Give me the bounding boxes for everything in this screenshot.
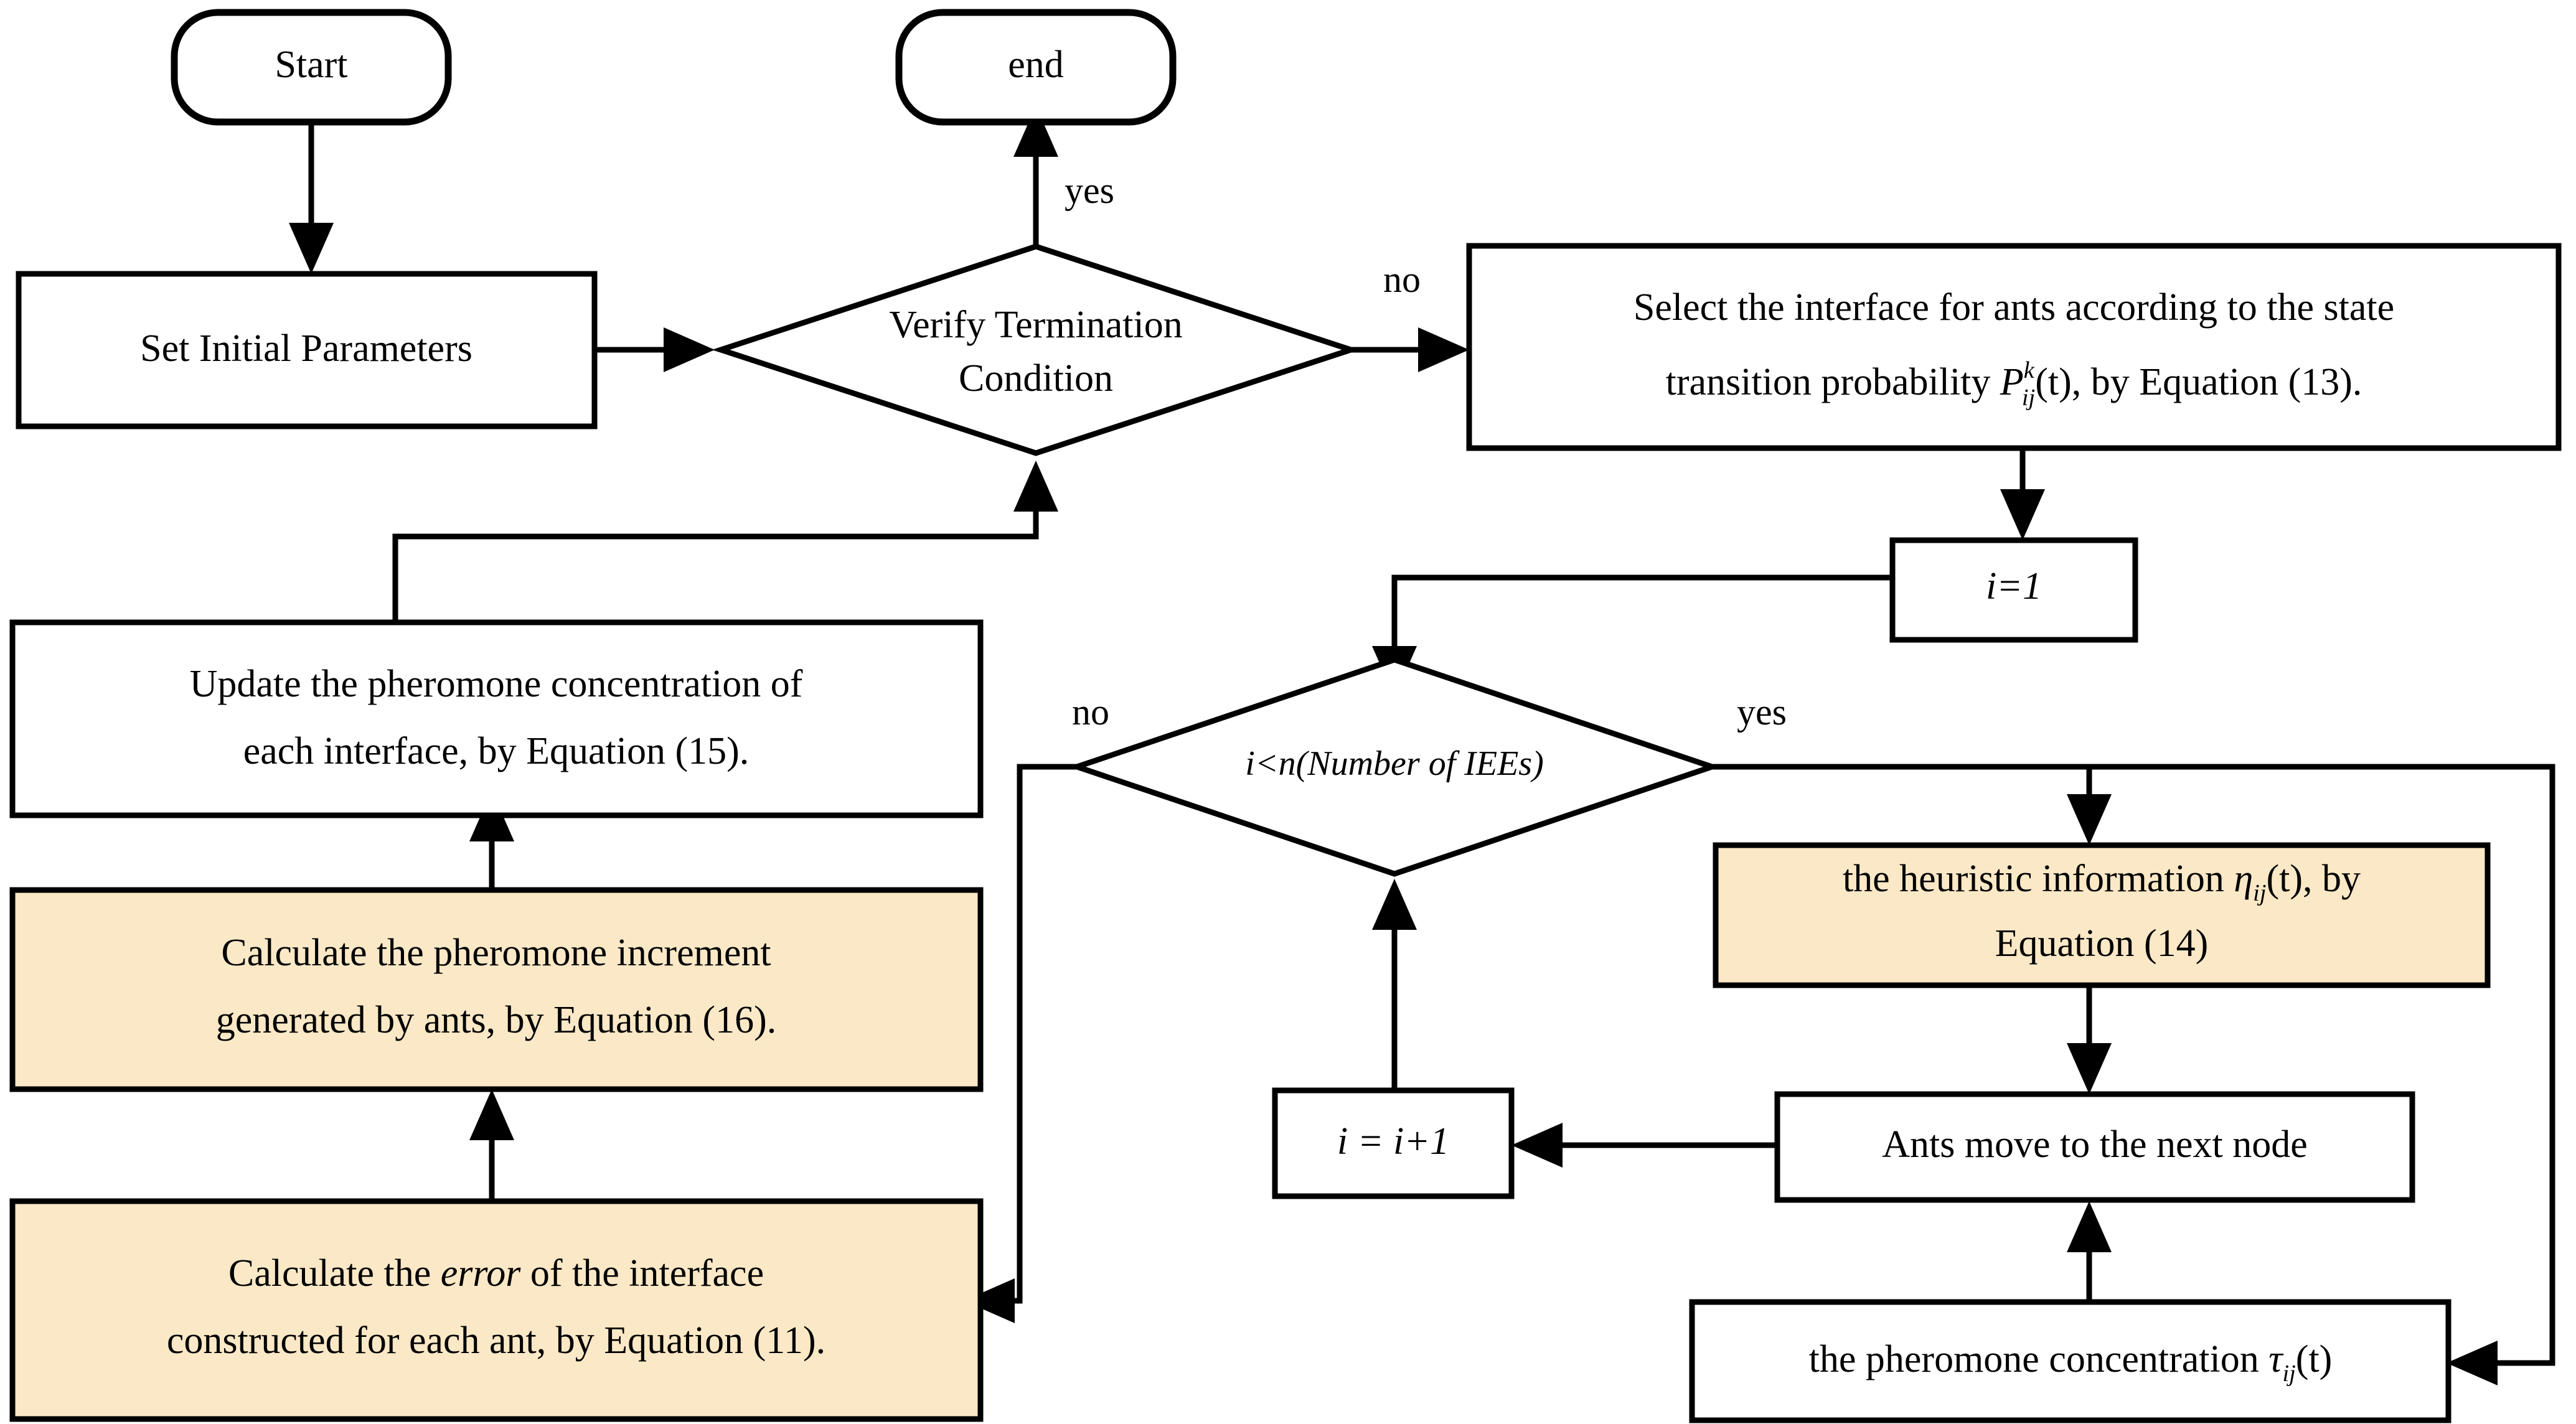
- node-i-equals-1-label: i=1: [1986, 565, 2042, 607]
- edge-i-increment-to-loop-condition: [1372, 879, 1417, 1090]
- edge-verify-termination-to-select-interface-no: no: [1351, 259, 1469, 372]
- node-verify-termination[interactable]: Verify Termination Condition: [712, 243, 1360, 456]
- node-set-initial-parameters-label: Set Initial Parameters: [140, 327, 472, 370]
- node-calculate-increment[interactable]: Calculate the pheromone increment genera…: [9, 887, 984, 1092]
- node-i-increment[interactable]: i = i+1: [1272, 1087, 1515, 1199]
- edge-label-loop-yes: yes: [1737, 691, 1787, 733]
- node-verify-termination-line1: Verify Termination: [889, 304, 1182, 346]
- node-loop-condition[interactable]: i<n(Number of IEEs): [1068, 657, 1721, 877]
- pheromone-text-a: the pheromone concentration: [1809, 1338, 2269, 1380]
- node-pheromone-concentration[interactable]: the pheromone concentration τij(t): [1689, 1299, 2451, 1423]
- edge-calculate-error-to-calculate-increment: [469, 1089, 514, 1201]
- node-heuristic-information[interactable]: the heuristic information ηij(t), by Equ…: [1713, 842, 2491, 988]
- node-loop-condition-label: i<n(Number of IEEs): [1245, 744, 1544, 783]
- calculate-error-text-b: of the interface: [520, 1252, 764, 1295]
- edge-select-interface-to-i-equals-1: [2000, 448, 2045, 540]
- node-ants-move-label: Ants move to the next node: [1882, 1123, 2308, 1166]
- edge-ants-move-to-i-increment: [1511, 1123, 1777, 1168]
- calculate-error-italic-error: error: [441, 1252, 521, 1295]
- pheromone-var-tau: τ: [2268, 1338, 2284, 1380]
- node-calculate-increment-line2: generated by ants, by Equation (16).: [216, 999, 776, 1041]
- node-update-pheromone-line1: Update the pheromone concentration of: [190, 663, 803, 705]
- edge-verify-termination-to-end-yes: yes: [1013, 106, 1114, 246]
- node-update-pheromone[interactable]: Update the pheromone concentration of ea…: [9, 619, 984, 818]
- node-verify-termination-line2: Condition: [959, 357, 1113, 400]
- edge-label-loop-no: no: [1072, 691, 1109, 733]
- node-calculate-error-line2: constructed for each ant, by Equation (1…: [167, 1319, 825, 1362]
- edge-pheromone-concentration-to-ants-move: [2067, 1201, 2112, 1301]
- edge-update-pheromone-to-verify-termination: [392, 461, 1058, 622]
- node-pheromone-concentration-label: the pheromone concentration τij(t): [1809, 1338, 2333, 1387]
- heuristic-sub-ij: ij: [2253, 880, 2266, 906]
- node-end-label: end: [1008, 44, 1064, 86]
- node-select-interface-line1: Select the interface for ants according …: [1634, 286, 2394, 329]
- select-interface-sub-ij: ij: [2022, 385, 2035, 411]
- pheromone-text-b: (t): [2296, 1338, 2333, 1380]
- node-start[interactable]: Start: [171, 9, 452, 126]
- select-interface-text-b: (t), by Equation (13).: [2035, 361, 2362, 403]
- node-set-initial-parameters[interactable]: Set Initial Parameters: [16, 271, 598, 429]
- edge-label-termination-no: no: [1383, 259, 1421, 300]
- node-calculate-error-line1: Calculate the error of the interface: [228, 1252, 764, 1295]
- pheromone-sub-ij: ij: [2282, 1361, 2295, 1387]
- node-select-interface[interactable]: Select the interface for ants according …: [1466, 243, 2562, 451]
- node-ants-move[interactable]: Ants move to the next node: [1774, 1091, 2415, 1203]
- edge-heuristic-to-ants-move: [2067, 983, 2112, 1094]
- node-end[interactable]: end: [895, 9, 1177, 126]
- node-i-equals-1[interactable]: i=1: [1889, 537, 2138, 643]
- edge-loop-condition-to-calculate-error-no: no: [964, 691, 1109, 1323]
- heuristic-text-a: the heuristic information: [1843, 858, 2234, 900]
- node-calculate-increment-line1: Calculate the pheromone increment: [221, 932, 771, 974]
- select-interface-var-P: P: [2000, 361, 2024, 403]
- edge-right-rail-to-pheromone-concentration: [1712, 764, 2555, 1385]
- select-interface-text-a: transition probability: [1666, 361, 2000, 403]
- edge-set-initial-to-verify-termination: [595, 327, 715, 372]
- node-heuristic-line1: the heuristic information ηij(t), by: [1843, 858, 2361, 906]
- node-heuristic-line2: Equation (14): [1995, 922, 2209, 965]
- calculate-error-text-a: Calculate the: [228, 1252, 441, 1295]
- node-update-pheromone-line2: each interface, by Equation (15).: [243, 730, 750, 772]
- heuristic-var-eta: η: [2234, 858, 2253, 900]
- heuristic-text-b: (t), by: [2267, 858, 2361, 900]
- node-calculate-error[interactable]: Calculate the error of the interface con…: [9, 1198, 984, 1422]
- node-i-increment-label: i = i+1: [1337, 1120, 1449, 1163]
- node-start-label: Start: [275, 44, 347, 86]
- edge-start-to-set-initial-parameters: [289, 122, 334, 274]
- select-interface-sup-k: k: [2024, 357, 2035, 383]
- edge-label-termination-yes: yes: [1065, 170, 1114, 211]
